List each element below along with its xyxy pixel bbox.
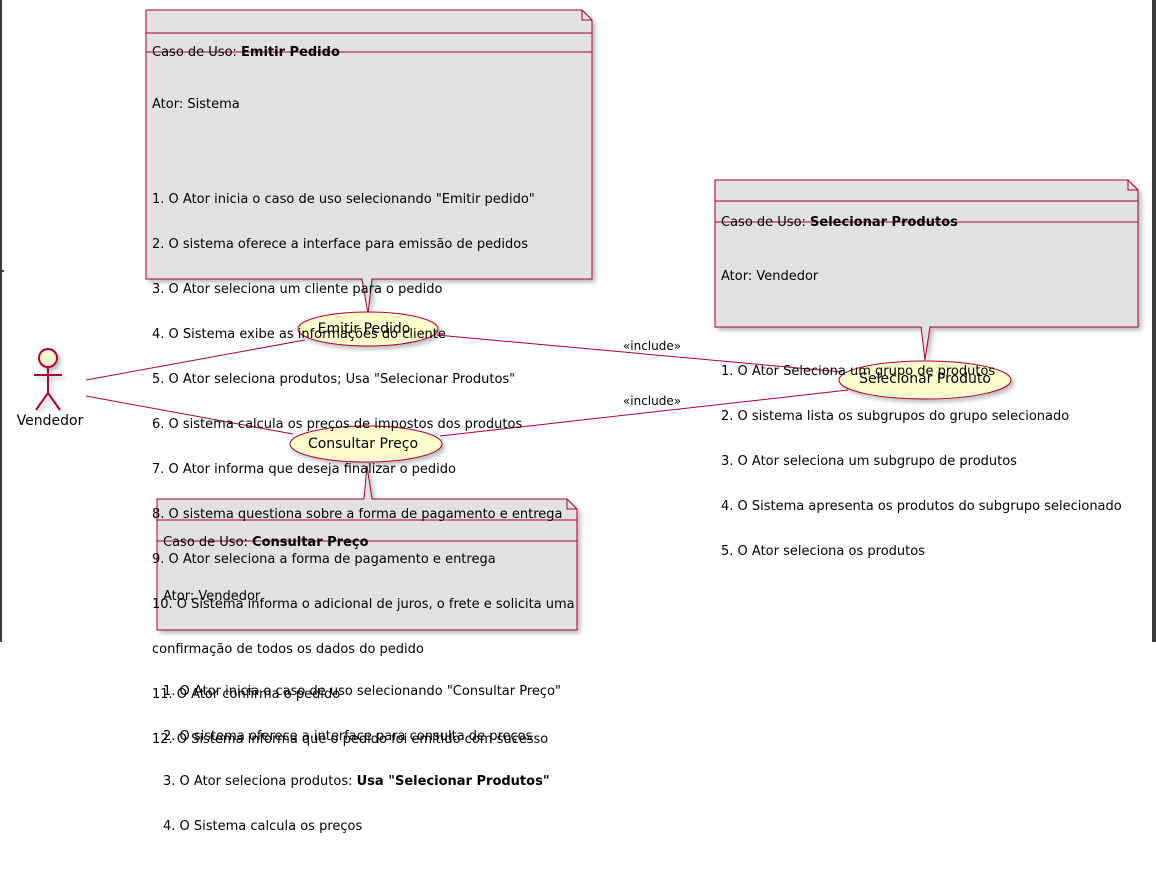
actor-vendedor-label: Vendedor: [16, 413, 84, 429]
note-emitir-step: 5. O Ator seleciona produtos; Usa "Selec…: [152, 372, 516, 387]
note-consultar-title-prefix: Caso de Uso:: [163, 535, 253, 550]
note-emitir-fold: [581, 10, 592, 21]
note-consultar-step: 3. O Ator seleciona produtos: Usa "Selec…: [163, 774, 571, 789]
note-consultar-fold: [566, 499, 577, 510]
note-consultar-step: 2. O sistema oferece a interface para co…: [163, 729, 533, 744]
note-selecionar-step: 4. O Sistema apresenta os produtos do su…: [721, 499, 1122, 514]
note-selecionar-step: 3. O Ator seleciona um subgrupo de produ…: [721, 454, 1017, 469]
note-consultar-title-name: Consultar Preço: [252, 535, 369, 550]
note-emitir-step: 3. O Ator seleciona um cliente para o pe…: [152, 282, 443, 297]
note-emitir-pedido-shape: [145, 9, 593, 315]
note-consultar-step3-prefix: 3. O Ator seleciona produtos:: [163, 774, 357, 789]
note-selecionar-step: 1. O Ator Seleciona um grupo de produtos: [721, 364, 996, 379]
note-emitir-step: 8. O sistema questiona sobre a forma de …: [152, 507, 563, 522]
note-selecionar-title-name: Selecionar Produtos: [810, 215, 958, 230]
note-emitir-steps: 1. O Ator inicia o caso de uso seleciona…: [146, 146, 592, 781]
diagram-canvas: [34, 9, 1139, 631]
note-emitir-title-prefix: Caso de Uso:: [152, 45, 242, 60]
include-label-consultar: «include»: [622, 394, 682, 408]
note-selecionar-steps: 1. O Ator Seleciona um grupo de produtos…: [715, 318, 1138, 593]
note-emitir-step: 4. O Sistema exibe as informações do cli…: [152, 327, 446, 342]
usecase-selecionar-produto-shape[interactable]: [838, 360, 1012, 400]
note-consultar-title: Caso de Uso: Consultar Preço: [157, 532, 577, 554]
note-consultar-steps: 1. O Ator inicia o caso de uso seleciona…: [157, 638, 577, 868]
usecase-consultar-preco-label: Consultar Preço: [307, 436, 419, 452]
association-vendedor-emitir: [85, 339, 306, 381]
note-selecionar-step: 2. O sistema lista os subgrupos do grupo…: [721, 409, 1070, 424]
include-label-emitir: «include»: [622, 339, 682, 353]
note-emitir-actor: Ator: Sistema: [152, 97, 240, 112]
note-emitir-step: 10. O Sistema informa o adicional de jur…: [152, 597, 575, 612]
note-selecionar-shape: [714, 179, 1139, 361]
note-consultar-step: 1. O Ator inicia o caso de uso seleciona…: [163, 684, 561, 699]
note-emitir-pedido: Caso de Uso: Emitir Pedido Ator: Sistema…: [146, 12, 592, 796]
note-emitir-step: 7. O Ator informa que deseja finalizar o…: [152, 462, 456, 477]
note-emitir-step: 1. O Ator inicia o caso de uso seleciona…: [152, 192, 535, 207]
window-edge-left: [0, 0, 2, 642]
include-emitir-selecionar: [436, 334, 843, 373]
window-edge-right: [1152, 0, 1156, 642]
usecase-consultar-preco-shape[interactable]: [289, 425, 443, 463]
association-vendedor-consultar: [85, 395, 294, 435]
note-emitir-step: 9. O Ator seleciona a forma de pagamento…: [152, 552, 496, 567]
usecase-emitir-pedido-label: Emitir Pedido: [317, 321, 411, 337]
note-emitir-title: Caso de Uso: Emitir Pedido: [146, 42, 592, 64]
note-consultar-step3-bold: Usa "Selecionar Produtos": [356, 774, 550, 789]
note-selecionar-actor: Ator: Vendedor: [721, 269, 819, 284]
actor-vendedor-figure[interactable]: [34, 348, 62, 411]
note-consultar-preco: Caso de Uso: Consultar Preço Ator: Vende…: [157, 502, 577, 883]
note-selecionar-produtos: Caso de Uso: Selecionar Produtos Ator: V…: [715, 182, 1138, 608]
usecase-emitir-pedido-shape[interactable]: [297, 311, 439, 347]
note-consultar-actor: Ator: Vendedor: [163, 589, 261, 604]
usecase-selecionar-produto-label: Selecionar Produto: [859, 371, 991, 387]
note-selecionar-title: Caso de Uso: Selecionar Produtos: [715, 212, 1138, 234]
note-selecionar-step: 5. O Ator seleciona os produtos: [721, 544, 925, 559]
include-consultar-selecionar: [439, 389, 849, 437]
note-consultar-step: 4. O Sistema calcula os preços: [163, 819, 363, 834]
note-emitir-title-name: Emitir Pedido: [241, 45, 340, 60]
note-selecionar-fold: [1127, 180, 1138, 191]
note-emitir-step: 6. O sistema calcula os preços de impost…: [152, 417, 523, 432]
note-selecionar-title-prefix: Caso de Uso:: [721, 215, 811, 230]
window-edge-tick: [0, 270, 4, 272]
note-emitir-step: 2. O sistema oferece a interface para em…: [152, 237, 528, 252]
